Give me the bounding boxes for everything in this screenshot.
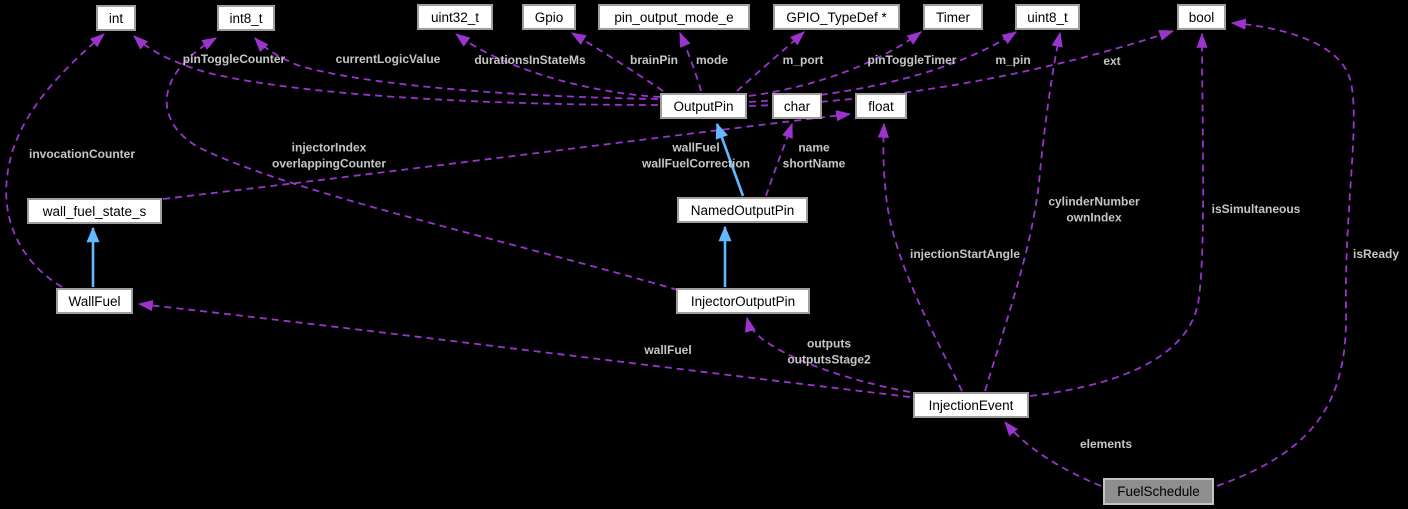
edge-namedoutputpin-to-char-name-shortname <box>765 122 793 197</box>
edge-injectionevent-to-injectoroutputpin-outputs <box>744 316 911 393</box>
edge-outputpin-to-timer-pintoggletimer <box>748 31 923 97</box>
edge-label-invocationcounter: invocationCounter <box>28 147 136 162</box>
edge-outputpin-to-int-pintogglecounter <box>133 35 659 106</box>
node-int8-t: int8_t <box>217 5 275 31</box>
edge-label-pintoggletimer: pinToggleTimer <box>867 53 957 68</box>
edge-label-wallfuel: wallFuel <box>644 343 692 358</box>
edge-injectionevent-to-float-injectionstartangle <box>877 122 963 392</box>
node-bool: bool <box>1177 4 1226 30</box>
edge-wallfuelstates-to-float-wallfuel-wallfuelcorrection <box>162 110 852 200</box>
edge-label-outputs-outputsstage2: outputs outputsStage2 <box>787 336 871 366</box>
edge-outputpin-to-uint32t-durationsinstatems <box>454 33 661 98</box>
edge-label-mode: mode <box>695 53 729 68</box>
edge-label-isready: isReady <box>1352 247 1400 262</box>
node-uint32-t: uint32_t <box>417 4 493 30</box>
node-uint8-t: uint8_t <box>1015 4 1080 30</box>
edge-label-m-pin: m_pin <box>995 53 1031 68</box>
edge-injectoroutputpin-to-int8t-injectorindex-overlappingcounter <box>165 37 679 291</box>
node-pin-output-mode-e[interactable]: pin_output_mode_e <box>598 4 750 30</box>
node-gpio-typedef-ptr: GPIO_TypeDef * <box>773 4 900 30</box>
node-float: float <box>855 93 907 119</box>
edge-label-name-shortname: name shortName <box>782 140 846 170</box>
node-wall-fuel-state-s[interactable]: wall_fuel_state_s <box>27 198 162 224</box>
edge-label-wallfuel-wallfuelcorrection: wallFuel wallFuelCorrection <box>641 140 751 170</box>
edge-label-currentlogicvalue: currentLogicValue <box>335 52 441 67</box>
node-fuelschedule: FuelSchedule <box>1103 478 1214 505</box>
edge-fuelschedule-to-bool-isready <box>1216 18 1355 487</box>
edge-label-m-port: m_port <box>782 53 824 68</box>
node-namedoutputpin[interactable]: NamedOutputPin <box>677 197 808 223</box>
node-int: int <box>96 5 136 31</box>
edge-outputpin-to-int8t-currentlogicvalue <box>254 37 659 100</box>
node-outputpin[interactable]: OutputPin <box>660 93 747 119</box>
edge-injectionevent-to-bool-issimultaneous <box>1029 32 1208 397</box>
edge-fuelschedule-to-injectionevent-elements <box>1004 421 1102 487</box>
edge-wallfuel-to-int-invocationcounter <box>5 33 105 288</box>
node-wallfuel[interactable]: WallFuel <box>56 288 133 314</box>
edge-injectionevent-to-uint8t-cylindernumber-ownindex <box>984 31 1063 392</box>
edge-label-cylindernumber-ownindex: cylinderNumber ownIndex <box>1048 194 1140 224</box>
node-gpio[interactable]: Gpio <box>522 4 576 30</box>
edge-label-elements: elements <box>1079 437 1133 452</box>
node-timer[interactable]: Timer <box>923 4 983 30</box>
edge-outputpin-to-pinoutputmodee-mode <box>679 31 702 92</box>
edge-label-durationsinstatems: durationsInStateMs <box>474 53 586 68</box>
edge-label-injectorindex-overlappingcounter: injectorIndex overlappingCounter <box>271 140 387 170</box>
node-injectoroutputpin[interactable]: InjectorOutputPin <box>676 288 810 314</box>
edge-namedoutputpin-inherits-outputpin <box>715 122 745 197</box>
edge-label-injectionstartangle: injectionStartAngle <box>909 247 1021 262</box>
node-injectionevent[interactable]: InjectionEvent <box>913 392 1029 418</box>
edge-label-pintogglecounter: pinToggleCounter <box>182 52 286 67</box>
edge-outputpin-to-gpio-brainpin <box>570 32 664 92</box>
edge-label-ext: ext <box>1103 54 1121 69</box>
edge-injectionevent-to-wallfuel-wallfuel <box>137 299 911 398</box>
edge-label-issimultaneous: isSimultaneous <box>1211 202 1301 217</box>
node-char: char <box>772 93 822 119</box>
edge-label-brainpin: brainPin <box>629 53 679 68</box>
